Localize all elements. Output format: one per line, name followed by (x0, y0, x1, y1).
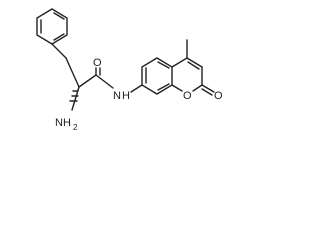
structure-diagram: NH 2 O N H O O (0, 0, 263, 142)
amide-carbonyl: O (78, 57, 114, 89)
molecule-drawing: NH 2 O N H O O (36, 8, 223, 132)
amino-label: NH (55, 117, 71, 129)
amide-n-label: N (113, 90, 121, 102)
phenyl-ring (36, 8, 68, 45)
amino-group: NH 2 (55, 117, 78, 132)
amino-wedge (69, 86, 80, 111)
amide-oxygen-label: O (93, 57, 102, 69)
amide-nh: N H (113, 84, 143, 102)
coumarin-lactone-ring: O O (171, 57, 223, 102)
coumarin-benzene-ring (141, 57, 173, 95)
amino-subscript: 2 (73, 123, 78, 132)
amide-h-label: H (122, 90, 130, 102)
ring-oxygen-label: O (183, 90, 192, 102)
side-chain (51, 43, 80, 88)
lactone-oxygen-label: O (214, 90, 223, 102)
